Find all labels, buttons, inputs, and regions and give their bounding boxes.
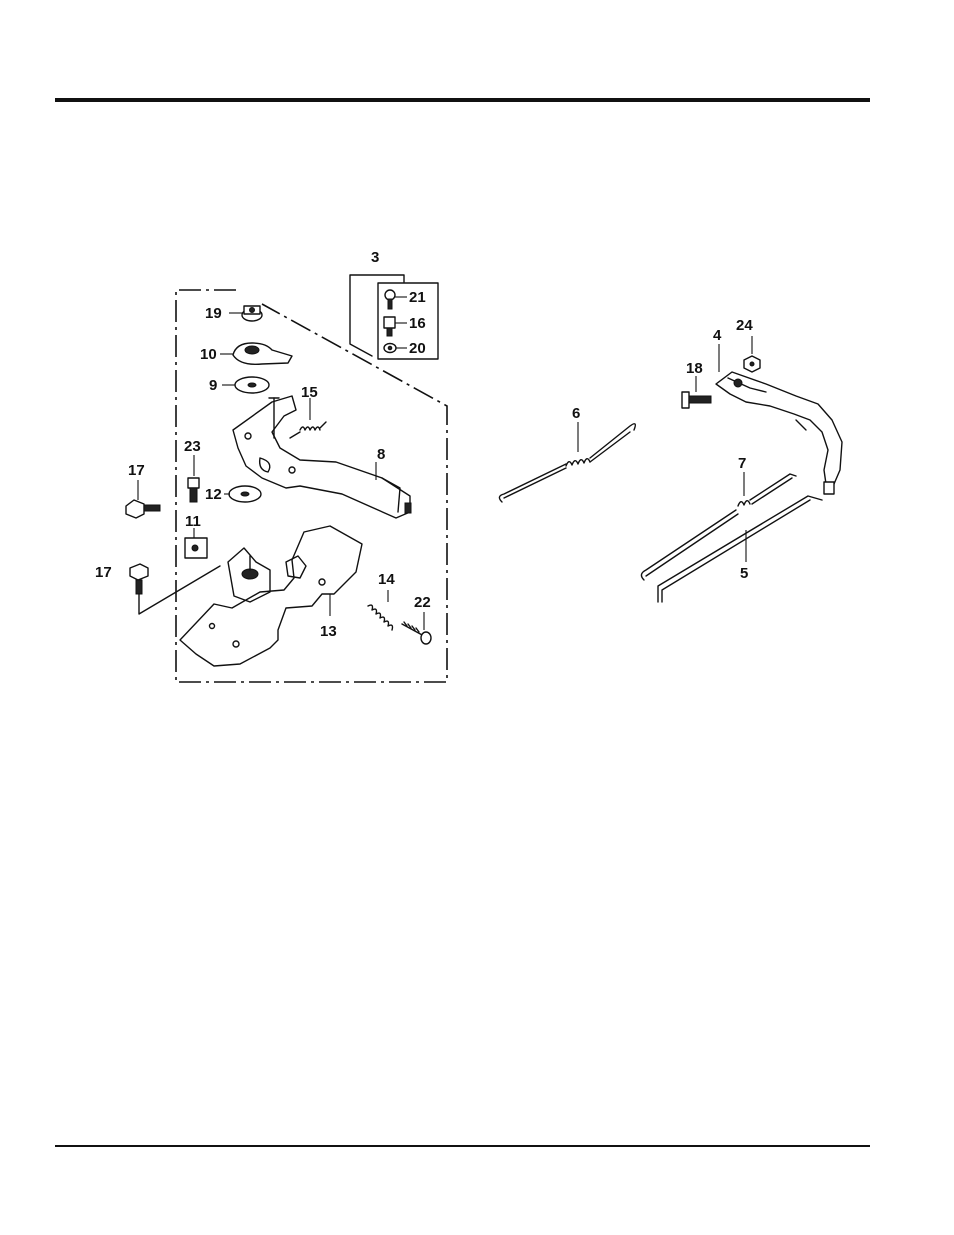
clip-nut-11 bbox=[185, 528, 207, 558]
cam-plate-10 bbox=[220, 343, 292, 364]
flange-bolt-17-lower bbox=[130, 564, 220, 614]
callout-17-lower: 17 bbox=[95, 564, 112, 581]
callout-24: 24 bbox=[736, 317, 753, 334]
spring-rod-7 bbox=[641, 472, 796, 580]
bracket-3 bbox=[350, 275, 404, 356]
nut-24 bbox=[744, 336, 760, 372]
callout-21: 21 bbox=[409, 289, 426, 306]
bolt-18 bbox=[682, 376, 711, 408]
callout-23: 23 bbox=[184, 438, 201, 455]
callout-20: 20 bbox=[409, 340, 426, 357]
washer-9 bbox=[222, 377, 269, 393]
callout-11: 11 bbox=[185, 513, 201, 530]
nut-19 bbox=[229, 306, 262, 321]
callout-15: 15 bbox=[301, 384, 318, 401]
callout-3: 3 bbox=[371, 249, 379, 266]
callout-14: 14 bbox=[378, 571, 395, 588]
callout-4: 4 bbox=[713, 327, 722, 344]
callout-6: 6 bbox=[572, 405, 580, 422]
nut-16 bbox=[384, 317, 407, 336]
callout-7: 7 bbox=[738, 455, 746, 472]
callout-18: 18 bbox=[686, 360, 703, 377]
throttle-lever-4 bbox=[716, 344, 842, 494]
spring-14 bbox=[368, 590, 393, 630]
callout-22: 22 bbox=[414, 594, 431, 611]
callout-5: 5 bbox=[740, 565, 748, 582]
top-rule bbox=[55, 98, 870, 102]
rod-5 bbox=[658, 496, 822, 602]
callout-17-upper: 17 bbox=[128, 462, 145, 479]
bottom-rule bbox=[55, 1145, 870, 1147]
spring-15 bbox=[290, 398, 326, 438]
callout-13: 13 bbox=[320, 623, 337, 640]
callout-19: 19 bbox=[205, 305, 222, 322]
callout-8: 8 bbox=[377, 446, 385, 463]
callout-12: 12 bbox=[205, 486, 222, 503]
bolt-21 bbox=[385, 290, 407, 309]
washer-12 bbox=[224, 486, 261, 502]
flange-bolt-17-upper bbox=[126, 480, 160, 518]
callout-9: 9 bbox=[209, 377, 217, 394]
washer-20 bbox=[384, 344, 407, 353]
callout-10: 10 bbox=[200, 346, 217, 363]
bolt-22 bbox=[402, 612, 431, 644]
callout-16: 16 bbox=[409, 315, 426, 332]
spring-rod-6 bbox=[499, 422, 635, 502]
bolt-23 bbox=[188, 455, 199, 502]
